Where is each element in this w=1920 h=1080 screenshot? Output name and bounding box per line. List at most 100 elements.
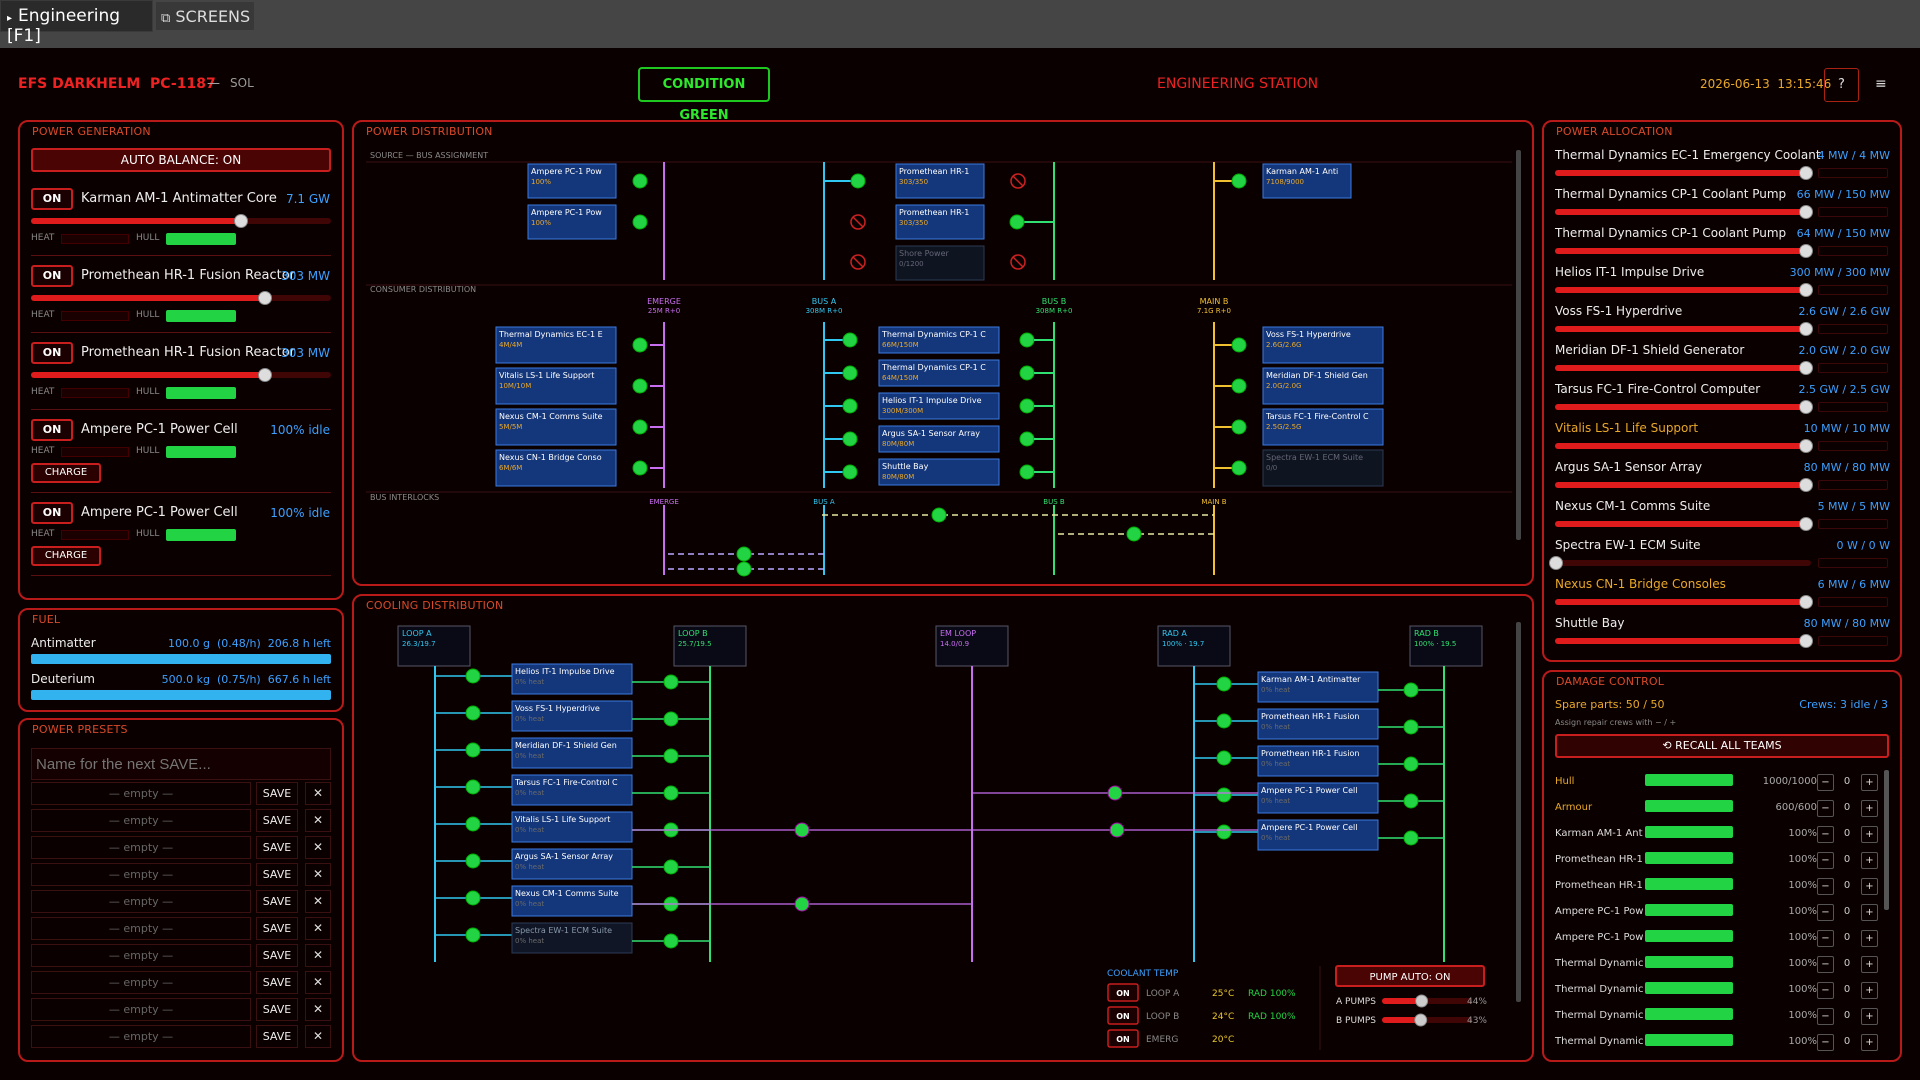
preset-slot[interactable]: — empty — xyxy=(31,890,251,913)
crew-minus-button[interactable]: − xyxy=(1817,878,1834,895)
crew-minus-button[interactable]: − xyxy=(1817,774,1834,791)
valve-node[interactable] xyxy=(1109,822,1125,838)
allocation-priority-box[interactable] xyxy=(1818,441,1888,451)
disconnected-icon[interactable] xyxy=(850,254,866,270)
preset-save-button[interactable]: SAVE xyxy=(256,863,298,886)
crew-minus-button[interactable]: − xyxy=(1817,826,1834,843)
valve-node[interactable] xyxy=(465,779,481,795)
connection-node[interactable] xyxy=(842,398,858,414)
allocation-priority-box[interactable] xyxy=(1818,207,1888,217)
allocation-slider-handle[interactable] xyxy=(1799,595,1813,609)
preset-slot[interactable]: — empty — xyxy=(31,1025,251,1048)
connection-node[interactable] xyxy=(1231,460,1247,476)
valve-node[interactable] xyxy=(1216,787,1232,803)
crew-minus-button[interactable]: − xyxy=(1817,852,1834,869)
preset-delete-button[interactable]: ✕ xyxy=(305,782,331,805)
power-toggle-button[interactable]: ON xyxy=(31,419,73,441)
pump-slider-handle[interactable] xyxy=(1415,994,1429,1008)
preset-save-button[interactable]: SAVE xyxy=(256,890,298,913)
valve-node[interactable] xyxy=(1403,719,1419,735)
allocation-priority-box[interactable] xyxy=(1818,480,1888,490)
connection-node[interactable] xyxy=(632,337,648,353)
preset-slot[interactable]: — empty — xyxy=(31,809,251,832)
allocation-slider-handle[interactable] xyxy=(1799,244,1813,258)
auto-balance-button[interactable]: AUTO BALANCE: ON xyxy=(31,148,331,172)
preset-save-button[interactable]: SAVE xyxy=(256,917,298,940)
power-toggle-button[interactable]: ON xyxy=(31,342,73,364)
power-toggle-button[interactable]: ON xyxy=(31,265,73,287)
preset-delete-button[interactable]: ✕ xyxy=(305,944,331,967)
output-slider-handle[interactable] xyxy=(258,291,272,305)
condition-badge[interactable]: CONDITION GREEN xyxy=(638,67,770,123)
connection-node[interactable] xyxy=(736,546,752,562)
valve-node[interactable] xyxy=(1403,793,1419,809)
valve-node[interactable] xyxy=(465,816,481,832)
allocation-priority-box[interactable] xyxy=(1818,168,1888,178)
connection-node[interactable] xyxy=(850,173,866,189)
connection-node[interactable] xyxy=(1019,431,1035,447)
crew-minus-button[interactable]: − xyxy=(1817,800,1834,817)
valve-node[interactable] xyxy=(1403,682,1419,698)
allocation-slider-handle[interactable] xyxy=(1799,322,1813,336)
valve-node[interactable] xyxy=(663,933,679,949)
preset-save-button[interactable]: SAVE xyxy=(256,944,298,967)
crew-minus-button[interactable]: − xyxy=(1817,956,1834,973)
preset-slot[interactable]: — empty — xyxy=(31,944,251,967)
valve-node[interactable] xyxy=(465,853,481,869)
connection-node[interactable] xyxy=(632,214,648,230)
valve-node[interactable] xyxy=(794,822,810,838)
loop-header[interactable]: LOOP B25.7/19.5 xyxy=(673,625,747,667)
connection-node[interactable] xyxy=(1231,173,1247,189)
valve-node[interactable] xyxy=(794,896,810,912)
allocation-slider-track[interactable] xyxy=(1555,560,1811,566)
valve-node[interactable] xyxy=(465,668,481,684)
power-toggle-button[interactable]: ON xyxy=(31,188,73,210)
output-slider-handle[interactable] xyxy=(258,368,272,382)
valve-node[interactable] xyxy=(1216,750,1232,766)
valve-node[interactable] xyxy=(1216,676,1232,692)
crew-plus-button[interactable]: + xyxy=(1861,826,1878,843)
crew-plus-button[interactable]: + xyxy=(1861,930,1878,947)
allocation-slider-handle[interactable] xyxy=(1799,517,1813,531)
preset-slot[interactable]: — empty — xyxy=(31,836,251,859)
allocation-slider-handle[interactable] xyxy=(1799,361,1813,375)
crew-minus-button[interactable]: − xyxy=(1817,904,1834,921)
allocation-priority-box[interactable] xyxy=(1818,597,1888,607)
connection-node[interactable] xyxy=(632,378,648,394)
crew-plus-button[interactable]: + xyxy=(1861,774,1878,791)
allocation-priority-box[interactable] xyxy=(1818,363,1888,373)
recall-all-teams-button[interactable]: ⟲ RECALL ALL TEAMS xyxy=(1555,734,1889,758)
coolant-loop-toggle[interactable]: ON xyxy=(1107,1029,1139,1048)
preset-delete-button[interactable]: ✕ xyxy=(305,917,331,940)
valve-node[interactable] xyxy=(663,748,679,764)
pump-slider-handle[interactable] xyxy=(1414,1013,1428,1027)
valve-node[interactable] xyxy=(465,742,481,758)
allocation-priority-box[interactable] xyxy=(1818,324,1888,334)
allocation-slider-handle[interactable] xyxy=(1799,166,1813,180)
connection-node[interactable] xyxy=(1009,214,1025,230)
valve-node[interactable] xyxy=(465,705,481,721)
distribution-node[interactable]: Thermal Dynamics EC-1 E4M/4M xyxy=(495,326,617,364)
power-toggle-button[interactable]: ON xyxy=(31,502,73,524)
distribution-node[interactable]: Tarsus FC-1 Fire-Control C2.5G/2.5G xyxy=(1262,408,1384,446)
